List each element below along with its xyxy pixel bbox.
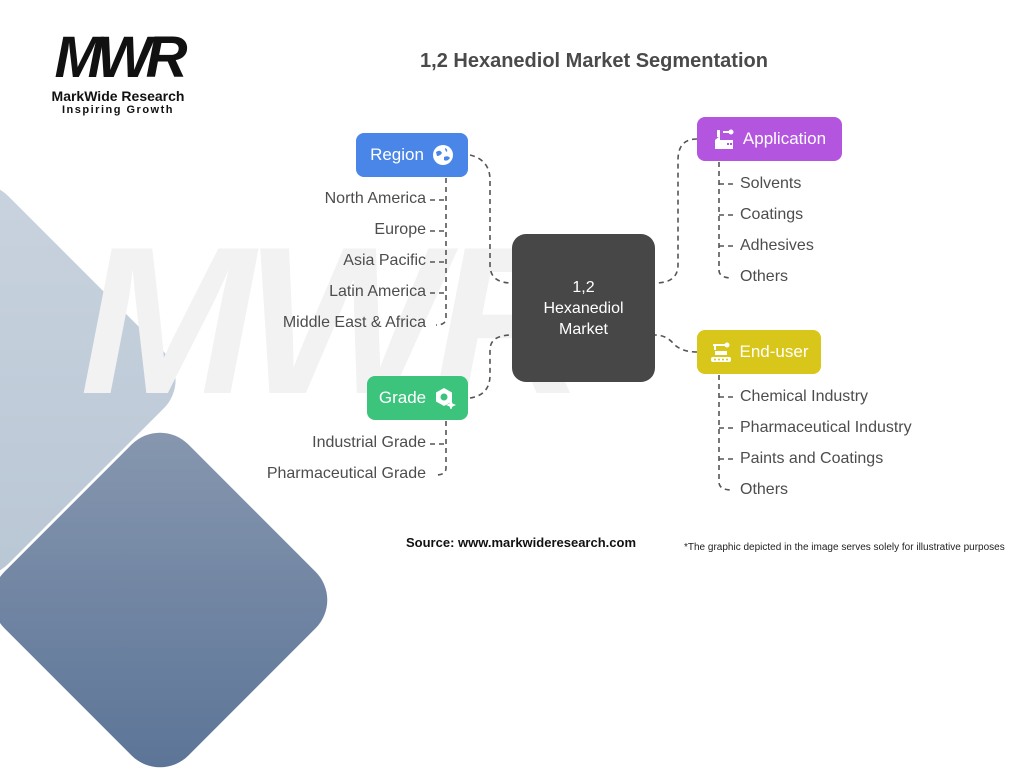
application-item: Adhesives	[740, 237, 814, 254]
region-item: Middle East & Africa	[282, 314, 426, 331]
center-line-3: Market	[559, 320, 608, 338]
region-item: North America	[324, 190, 426, 207]
enduser-label: End-user	[739, 342, 809, 361]
grade-item: Industrial Grade	[312, 434, 426, 451]
hexagon-sparkle-icon	[434, 387, 457, 409]
grade-label: Grade	[378, 388, 427, 407]
region-item: Asia Pacific	[343, 252, 426, 269]
disclaimer-note: *The graphic depicted in the image serve…	[684, 542, 1005, 553]
watermark: MWR	[80, 203, 585, 438]
connector-lines	[430, 138, 734, 491]
region-label: Region	[370, 145, 424, 164]
application-node: Application	[697, 117, 842, 161]
enduser-item: Chemical Industry	[740, 388, 869, 405]
conveyor-robot-icon	[710, 341, 732, 363]
application-item: Coatings	[740, 206, 804, 223]
center-line-2: Hexanediol	[543, 299, 624, 317]
application-label: Application	[742, 129, 827, 148]
page-title: 1,2 Hexanediol Market Segmentation	[420, 50, 768, 72]
source-text: Source: www.markwideresearch.com	[406, 535, 637, 550]
region-item: Latin America	[329, 283, 426, 300]
logo-name: MarkWide Research	[51, 88, 185, 104]
factory-robot-icon	[713, 128, 735, 150]
region-node: Region	[356, 133, 468, 177]
enduser-item: Others	[740, 481, 789, 498]
application-item: Others	[740, 268, 789, 285]
logo-mark: MWR	[54, 25, 188, 90]
grade-node: Grade	[367, 376, 468, 420]
center-node: 1,2 Hexanediol Market	[512, 234, 655, 382]
region-item: Europe	[374, 221, 426, 238]
enduser-node: End-user	[697, 330, 821, 374]
logo: MWR MarkWide Research Inspiring Growth	[38, 25, 198, 117]
center-line-1: 1,2	[572, 278, 595, 296]
application-item: Solvents	[740, 175, 802, 192]
logo-tagline: Inspiring Growth	[62, 104, 174, 116]
globe-icon	[432, 144, 454, 166]
grade-item: Pharmaceutical Grade	[266, 465, 426, 482]
enduser-item: Paints and Coatings	[740, 450, 884, 467]
enduser-item: Pharmaceutical Industry	[740, 419, 912, 436]
